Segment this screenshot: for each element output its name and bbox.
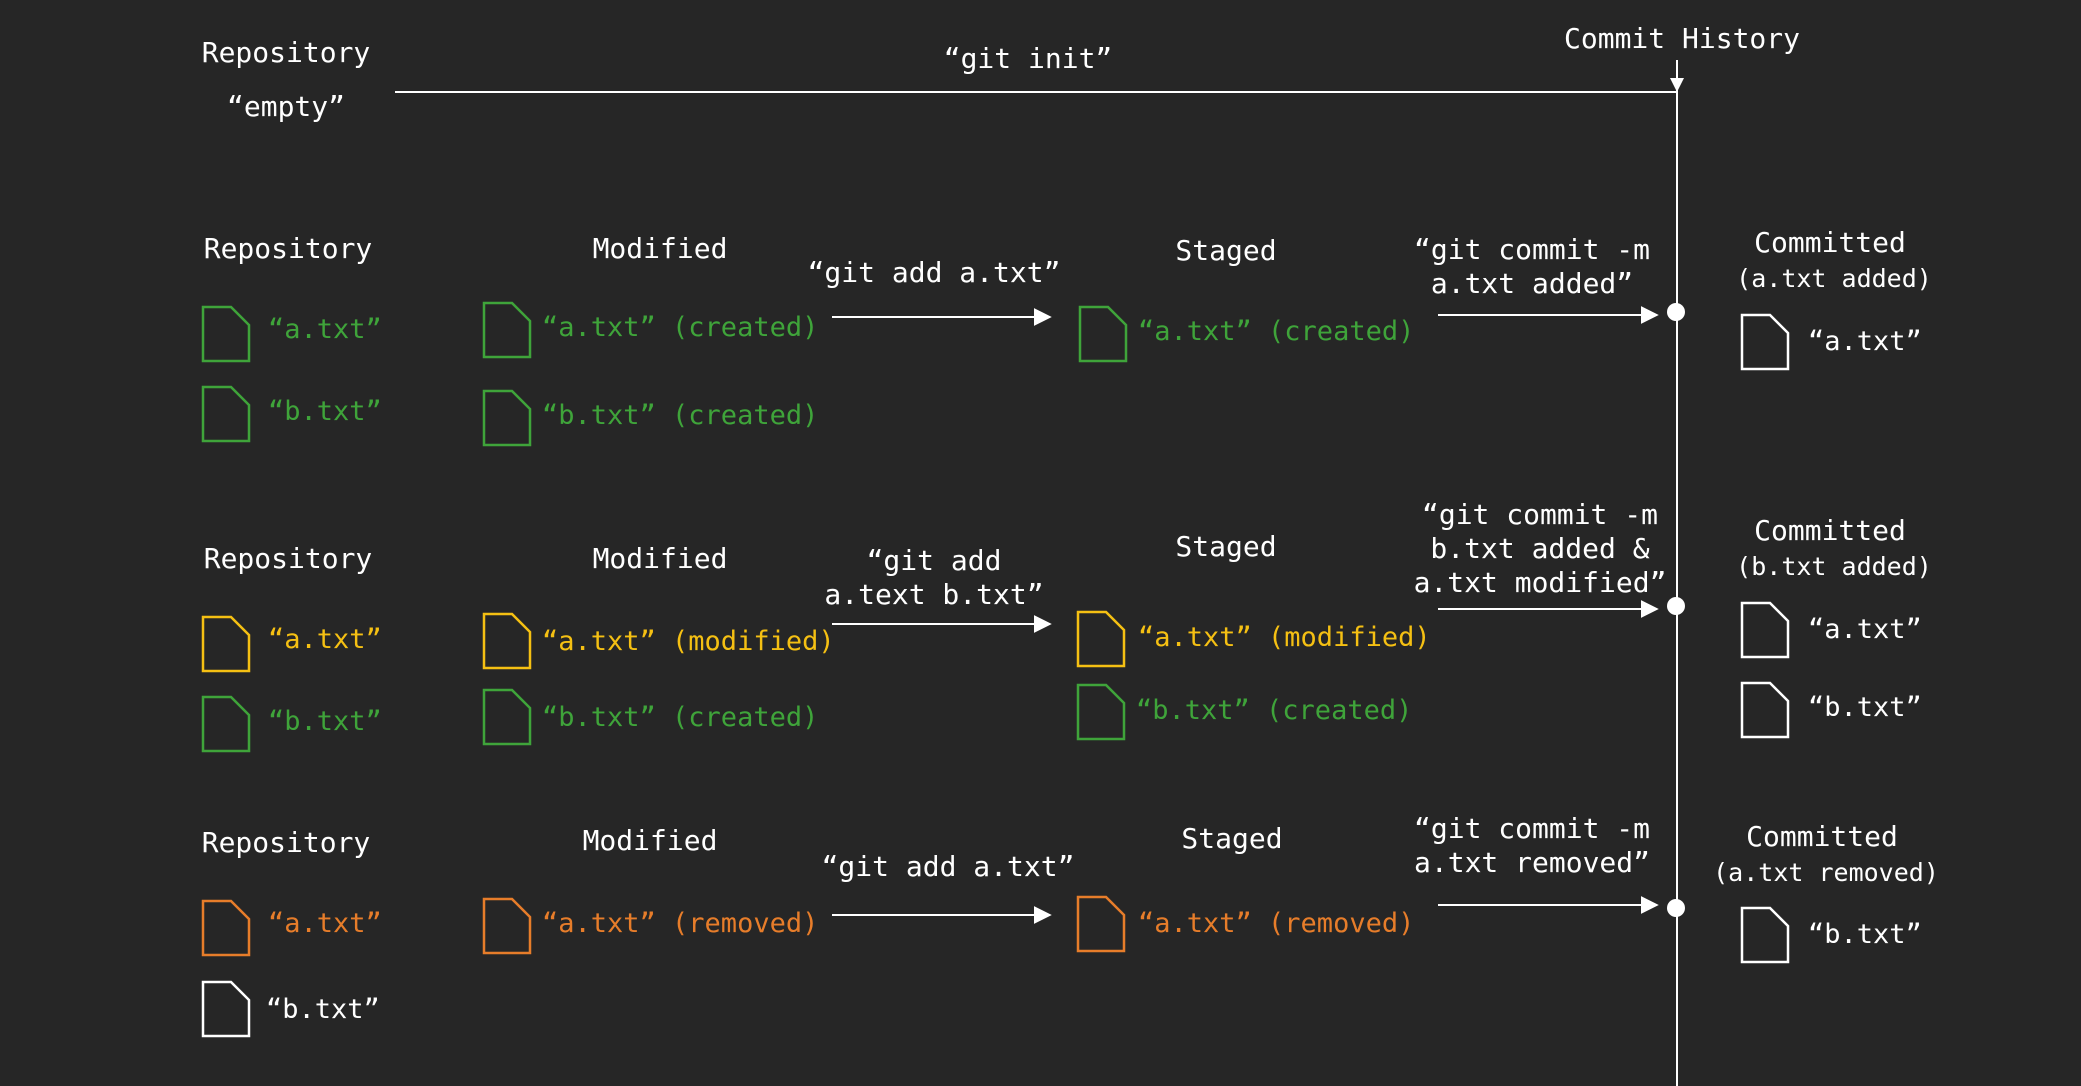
row1-repository-heading: Repository bbox=[203, 232, 373, 265]
file-icon bbox=[201, 385, 251, 443]
row3-repository-heading: Repository bbox=[201, 826, 371, 859]
row3-modified-file-a: “a.txt” (removed) bbox=[542, 908, 819, 939]
file-icon bbox=[201, 695, 251, 753]
file-icon bbox=[482, 897, 532, 955]
file-icon bbox=[482, 389, 532, 447]
row3-repo-file-a: “a.txt” bbox=[268, 908, 382, 939]
row3-committed-subtitle: (a.txt removed) bbox=[1713, 858, 1939, 887]
row2-commit-node bbox=[1667, 597, 1685, 615]
row1-committed-file-a: “a.txt” bbox=[1808, 326, 1922, 357]
row2-staged-file-b: “b.txt” (created) bbox=[1136, 695, 1413, 726]
file-icon bbox=[1740, 906, 1790, 964]
row1-commit-command: “git commit -m a.txt added” bbox=[1413, 233, 1651, 300]
row2-repo-file-b: “b.txt” bbox=[268, 706, 382, 737]
git-init-command: “git init” bbox=[943, 42, 1113, 75]
row3-add-command: “git add a.txt” bbox=[821, 850, 1075, 883]
row3-commit-command: “git commit -m a.txt removed” bbox=[1413, 812, 1651, 879]
row2-committed-heading: Committed bbox=[1754, 514, 1906, 547]
row2-modified-file-b: “b.txt” (created) bbox=[542, 702, 819, 733]
file-icon bbox=[1076, 610, 1126, 668]
row1-committed-subtitle: (a.txt added) bbox=[1736, 264, 1932, 293]
git-init-arrowhead bbox=[1670, 78, 1684, 92]
row2-committed-file-b: “b.txt” bbox=[1808, 692, 1922, 723]
row2-staged-heading: Staged bbox=[1175, 530, 1277, 563]
row2-committed-subtitle: (b.txt added) bbox=[1736, 552, 1932, 581]
file-icon bbox=[201, 899, 251, 957]
file-icon bbox=[1740, 681, 1790, 739]
row2-commit-command: “git commit -m b.txt added & a.txt modif… bbox=[1413, 498, 1667, 599]
row1-repo-file-b: “b.txt” bbox=[268, 396, 382, 427]
row1-modified-file-a: “a.txt” (created) bbox=[542, 312, 819, 343]
file-icon bbox=[201, 615, 251, 673]
row3-staged-file-a: “a.txt” (removed) bbox=[1138, 908, 1415, 939]
file-icon bbox=[201, 305, 251, 363]
row3-committed-heading: Committed bbox=[1746, 820, 1898, 853]
file-icon bbox=[482, 301, 532, 359]
row2-staged-file-a: “a.txt” (modified) bbox=[1138, 622, 1431, 653]
row1-repo-file-a: “a.txt” bbox=[268, 314, 382, 345]
row1-staged-file-a: “a.txt” (created) bbox=[1138, 316, 1415, 347]
row3-staged-heading: Staged bbox=[1181, 822, 1283, 855]
row3-modified-heading: Modified bbox=[582, 824, 718, 857]
row2-modified-heading: Modified bbox=[592, 542, 728, 575]
row1-committed-heading: Committed bbox=[1754, 226, 1906, 259]
file-icon bbox=[1076, 895, 1126, 953]
row1-staged-heading: Staged bbox=[1175, 234, 1277, 267]
file-icon bbox=[1740, 601, 1790, 659]
row2-repo-file-a: “a.txt” bbox=[268, 624, 382, 655]
file-icon bbox=[1740, 313, 1790, 371]
row1-modified-file-b: “b.txt” (created) bbox=[542, 400, 819, 431]
row2-modified-file-a: “a.txt” (modified) bbox=[542, 626, 835, 657]
row1-add-command: “git add a.txt” bbox=[807, 256, 1061, 289]
row3-commit-node bbox=[1667, 899, 1685, 917]
row2-committed-file-a: “a.txt” bbox=[1808, 614, 1922, 645]
row2-add-command: “git add a.text b.txt” bbox=[824, 544, 1044, 611]
file-icon bbox=[201, 980, 251, 1038]
commit-history-title: Commit History bbox=[1563, 22, 1801, 55]
init-repository-state: “empty” bbox=[226, 90, 346, 123]
file-icon bbox=[482, 688, 532, 746]
row1-commit-node bbox=[1667, 303, 1685, 321]
file-icon bbox=[1076, 683, 1126, 741]
row2-repository-heading: Repository bbox=[203, 542, 373, 575]
init-repository-heading: Repository bbox=[201, 36, 371, 69]
row1-modified-heading: Modified bbox=[592, 232, 728, 265]
row3-repo-file-b: “b.txt” bbox=[266, 994, 380, 1025]
file-icon bbox=[482, 612, 532, 670]
row3-committed-file-a: “b.txt” bbox=[1808, 919, 1922, 950]
file-icon bbox=[1078, 305, 1128, 363]
